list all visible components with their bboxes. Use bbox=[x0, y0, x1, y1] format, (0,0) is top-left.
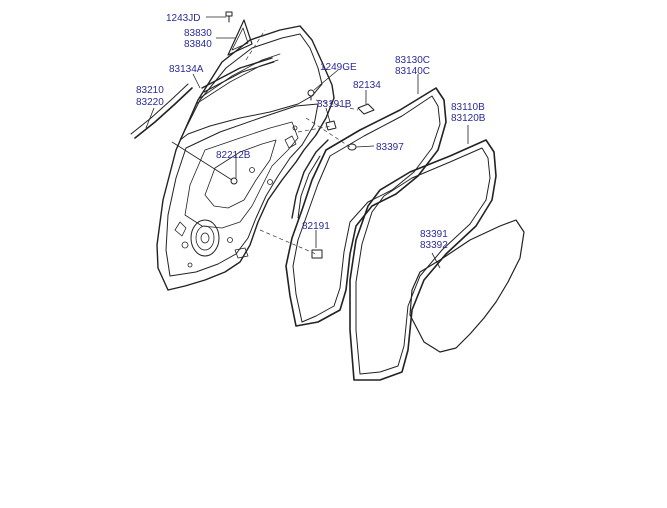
clip-82191 bbox=[311, 249, 323, 259]
door-side-weatherstrip bbox=[285, 87, 447, 327]
label-1243jd: 1243JD bbox=[166, 13, 200, 24]
label-83120b: 83120B bbox=[451, 113, 486, 124]
label-83110b: 83110B bbox=[451, 102, 485, 113]
glass-run-strip bbox=[291, 139, 329, 219]
delta-garnish bbox=[227, 19, 253, 56]
label-82134: 82134 bbox=[353, 80, 381, 91]
label-83392: 83392 bbox=[420, 240, 448, 251]
label-83830: 83830 bbox=[184, 28, 212, 39]
belt-moulding bbox=[201, 57, 275, 93]
door-panel bbox=[156, 25, 335, 291]
leader-lines bbox=[145, 16, 469, 269]
body-side-weatherstrip bbox=[349, 139, 497, 381]
door-hole-cover bbox=[409, 219, 525, 353]
clip-82134 bbox=[357, 103, 375, 115]
alignment-dashes bbox=[245, 29, 359, 255]
label-83840: 83840 bbox=[184, 39, 212, 50]
screw-1243jd bbox=[225, 11, 233, 23]
label-83210: 83210 bbox=[136, 85, 164, 96]
label-83130c: 83130C bbox=[395, 55, 430, 66]
label-83391: 83391 bbox=[420, 229, 448, 240]
label-83397: 83397 bbox=[376, 142, 404, 153]
label-83191b: 83191B bbox=[317, 99, 352, 110]
screw-82212b bbox=[230, 177, 238, 185]
label-83134a: 83134A bbox=[169, 64, 204, 75]
rear-channel-strip bbox=[130, 83, 193, 139]
part-labels: 1243JD 83830 83840 83134A 1249GE 82134 8… bbox=[136, 13, 486, 251]
plug-83191b bbox=[325, 120, 337, 131]
label-82212b: 82212B bbox=[216, 150, 251, 161]
label-83140c: 83140C bbox=[395, 66, 430, 77]
bolt-1249ge bbox=[307, 89, 315, 101]
label-1249ge: 1249GE bbox=[320, 62, 357, 73]
label-83220: 83220 bbox=[136, 97, 164, 108]
label-82191: 82191 bbox=[302, 221, 330, 232]
